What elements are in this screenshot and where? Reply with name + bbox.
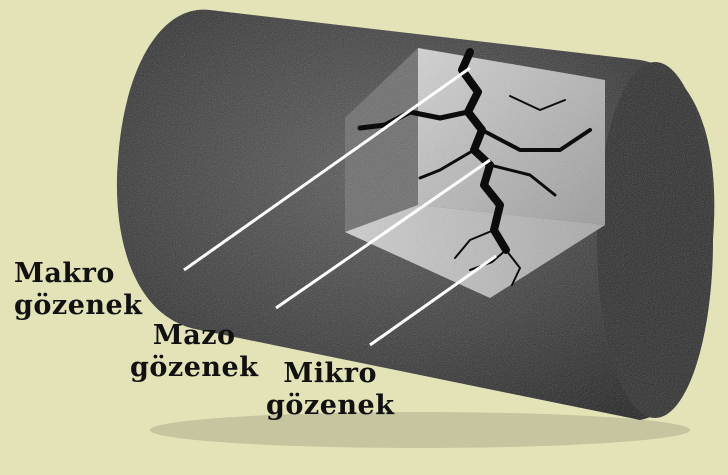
label-makro-line1: Makro: [14, 258, 142, 290]
label-mazo-line1: Mazo: [130, 320, 258, 352]
label-makro-pores: Makro gözenek: [14, 258, 142, 322]
label-mikro-line2: gözenek: [266, 390, 394, 422]
label-mikro-line1: Mikro: [266, 358, 394, 390]
label-mikro-pores: Mikro gözenek: [266, 358, 394, 422]
label-mazo-line2: gözenek: [130, 352, 258, 384]
label-mazo-pores: Mazo gözenek: [130, 320, 258, 384]
core-shadow: [150, 412, 690, 448]
label-makro-line2: gözenek: [14, 290, 142, 322]
